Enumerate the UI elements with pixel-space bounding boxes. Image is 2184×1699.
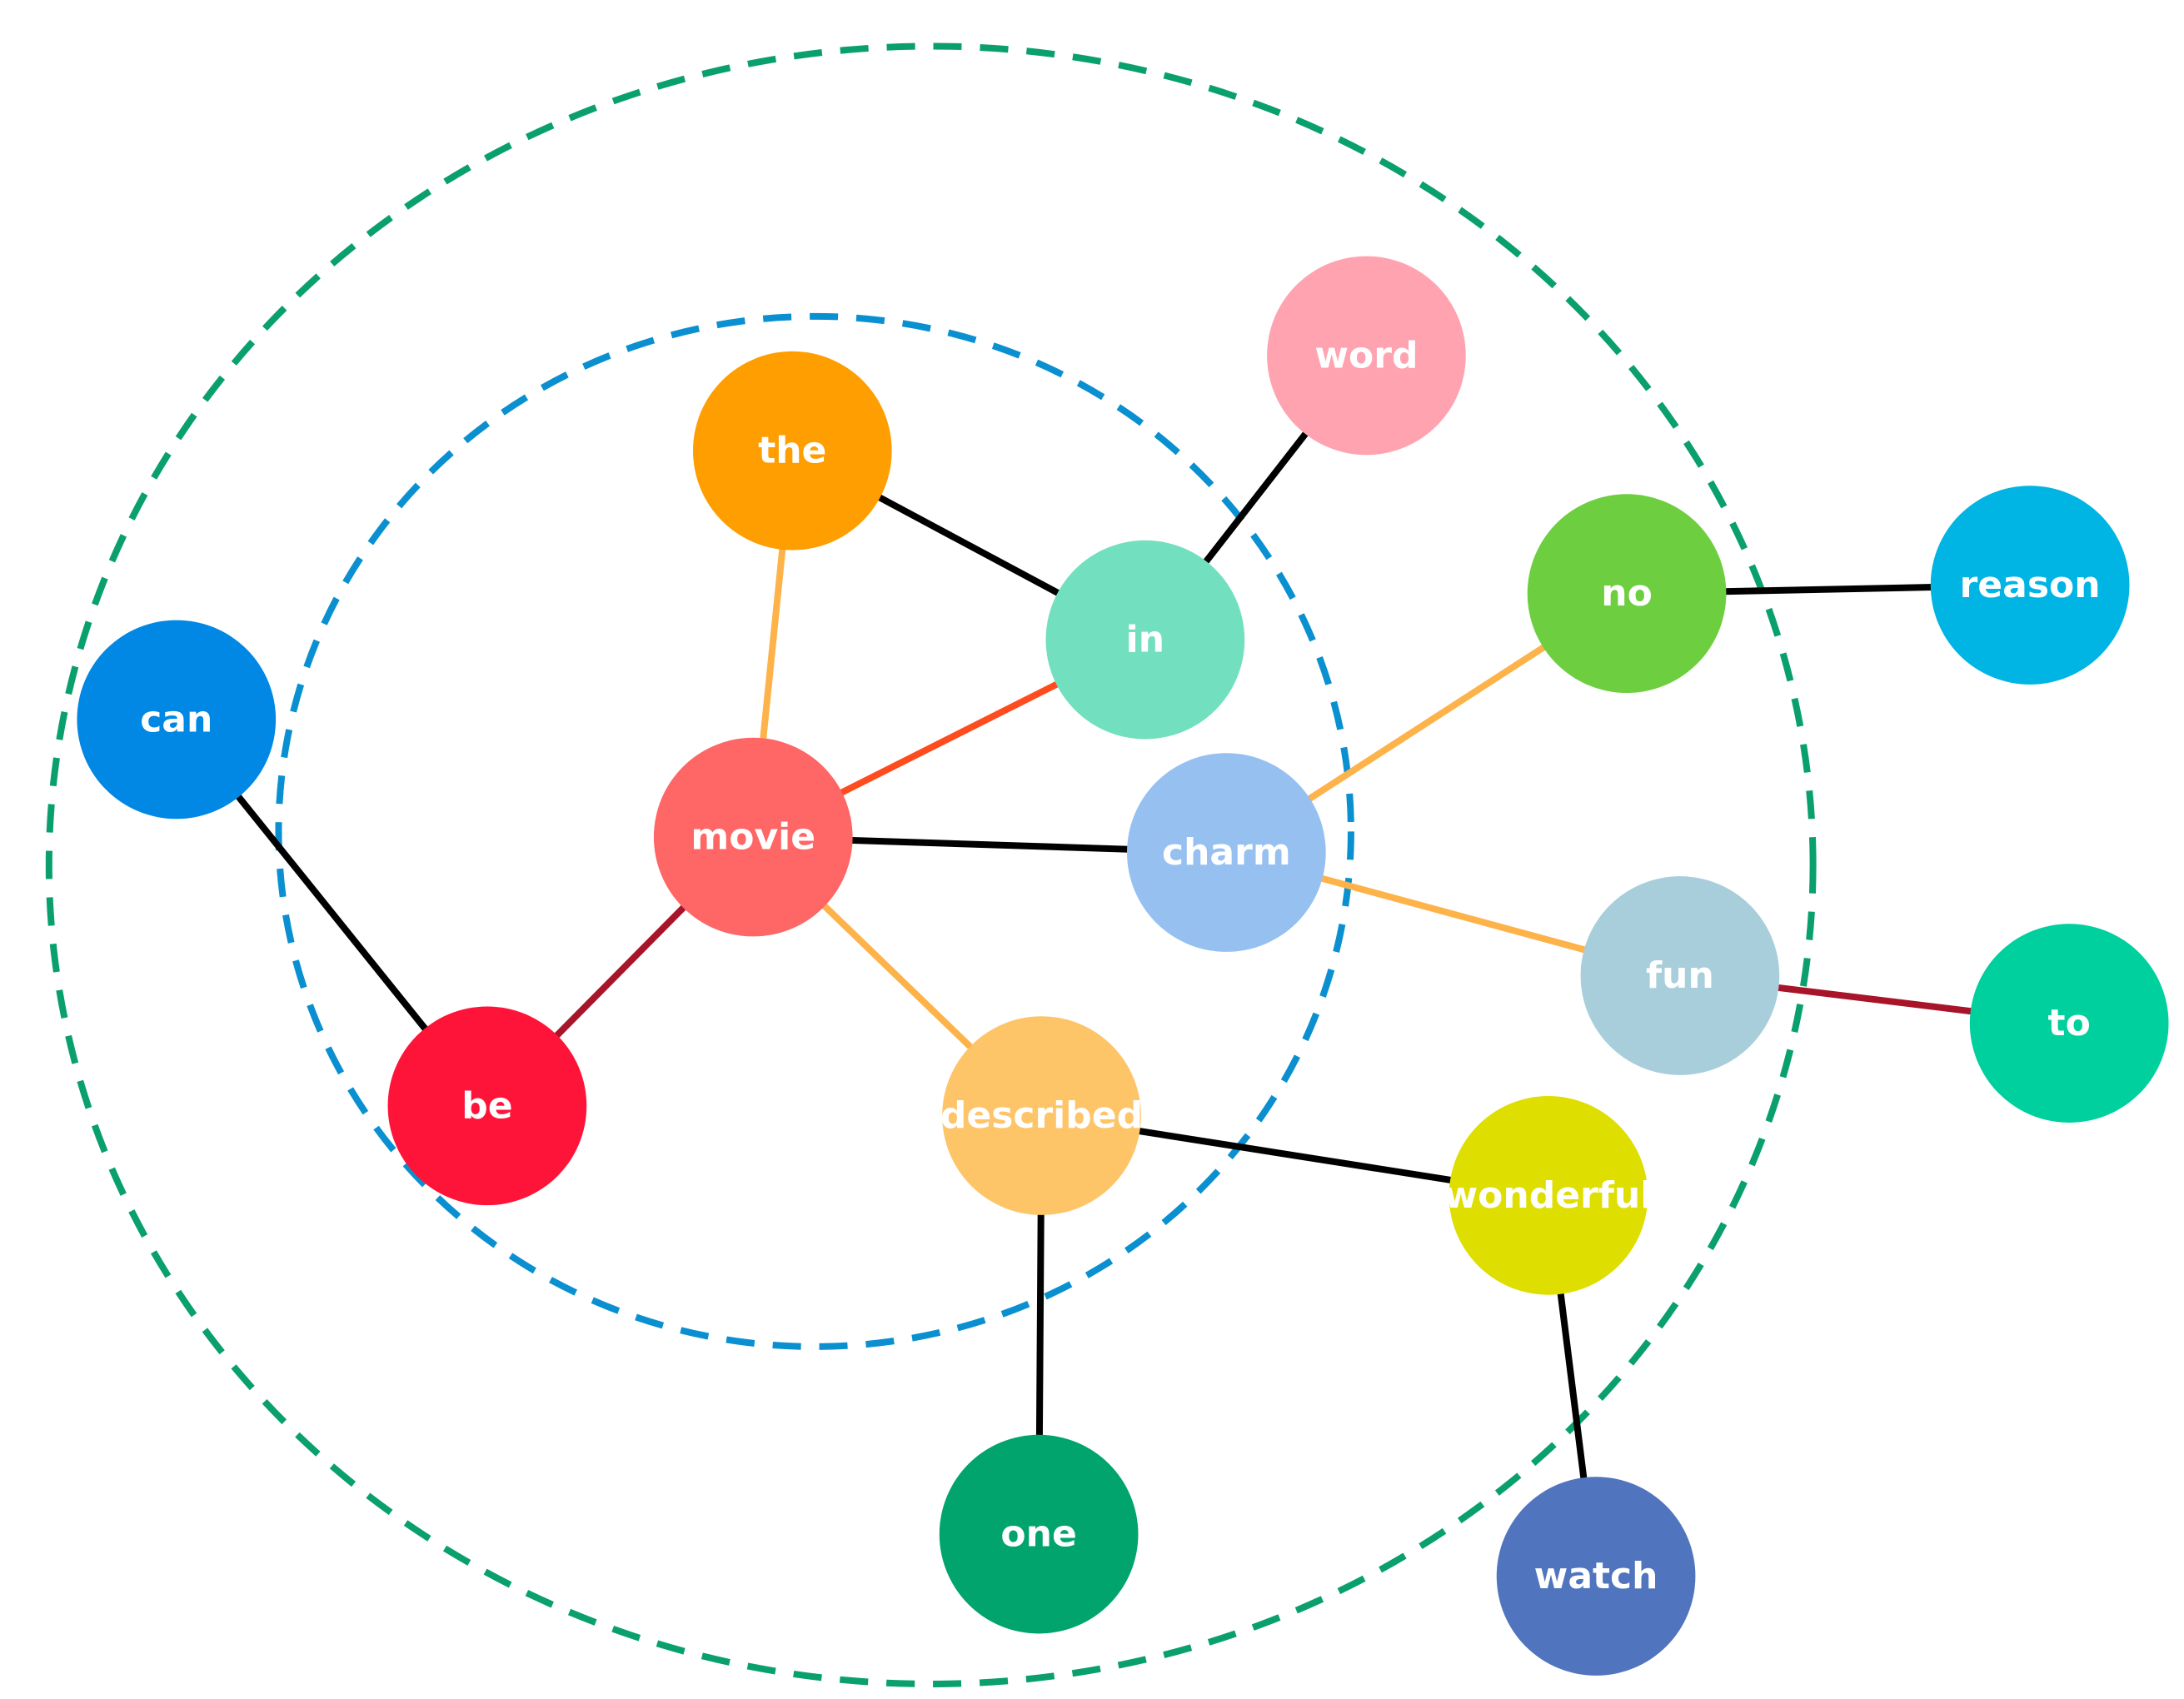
node-label-word: word [1314,334,1418,376]
rings-layer [45,42,1817,1687]
node-reason: reason [1930,486,2130,685]
node-circle-watch [1496,1477,1696,1676]
outer-ring [45,42,1817,1687]
node-movie: movie [653,737,853,937]
node-circle-can [77,620,277,820]
node-be: be [387,1006,587,1206]
inner-ring [275,312,1354,1350]
node-label-charm: charm [1162,831,1291,874]
node-circle-fun [1580,876,1780,1075]
nodes-layer: the word in no reason can movie charm fun to be des… [77,256,2169,1676]
node-label-can: can [140,698,212,740]
node-circle-charm [1127,753,1326,952]
node-circle-reason [1930,486,2130,685]
node-the: the [692,351,892,551]
node-label-to: to [2048,1002,2091,1044]
node-charm: charm [1127,753,1326,952]
node-label-in: in [1126,619,1164,661]
node-one: one [939,1434,1139,1634]
node-label-wonderful: wonderful [1444,1174,1653,1217]
node-label-movie: movie [691,816,815,859]
node-circle-word [1267,256,1466,456]
node-circle-one [939,1434,1139,1634]
node-label-fun: fun [1646,954,1714,997]
node-label-reason: reason [1960,564,2101,606]
node-circle-no [1527,494,1727,693]
node-wonderful: wonderful [1444,1096,1653,1295]
node-fun: fun [1580,876,1780,1075]
node-label-one: one [1000,1513,1076,1556]
node-circle-movie [653,737,853,937]
node-to: to [1969,924,2169,1123]
edges-layer [173,353,2070,1577]
node-circle-to [1969,924,2169,1123]
node-label-described: described [940,1094,1143,1137]
node-circle-in [1045,540,1245,740]
node-circle-described [942,1016,1141,1215]
node-label-no: no [1601,572,1653,615]
node-in: in [1045,540,1245,740]
node-circle-wonderful [1449,1096,1648,1295]
node-label-watch: watch [1534,1555,1658,1597]
node-watch: watch [1496,1477,1696,1676]
node-label-the: the [758,430,826,472]
node-word: word [1267,256,1466,456]
node-can: can [77,620,277,820]
node-circle-the [692,351,892,551]
node-label-be: be [461,1084,512,1127]
node-circle-be [387,1006,587,1206]
node-described: described [940,1016,1143,1215]
node-no: no [1527,494,1727,693]
